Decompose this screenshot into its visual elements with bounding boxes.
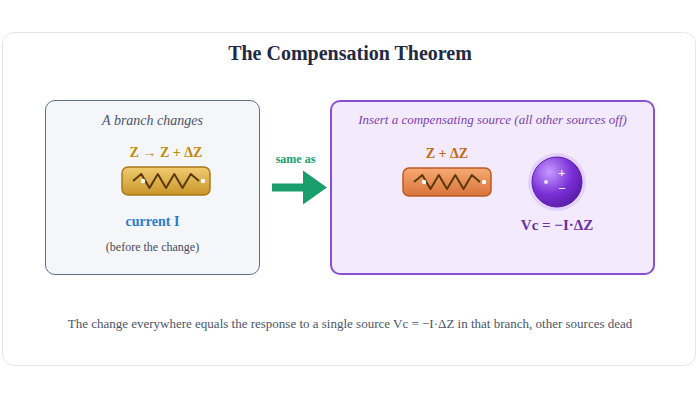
contact-dot	[482, 180, 486, 184]
panel-box: A branch changes current I (before the cha…	[45, 100, 260, 275]
resistor-symbol: Z + ΔZ	[402, 167, 492, 197]
panel-heading: A branch changes	[46, 113, 259, 129]
resistor-body	[403, 168, 491, 196]
impedance-label: Z → Z + ΔZ	[130, 145, 203, 161]
panel-box: Insert a compensating source (all other …	[330, 100, 655, 275]
polarity-sign: −	[558, 182, 565, 195]
panel-heading: Insert a compensating source (all other …	[340, 112, 645, 128]
polarity-sign: +	[558, 166, 565, 179]
resistor-drawing	[121, 166, 211, 196]
voltage-source: +−Vc = −I·ΔZ	[532, 157, 582, 207]
caption: The change everywhere equals the respons…	[20, 316, 680, 332]
diagram-title: The Compensation Theorem	[0, 42, 700, 65]
current-label: current I	[46, 214, 259, 230]
edge-label: same as	[274, 152, 318, 167]
source-value: Vc = −I·ΔZ	[521, 217, 593, 234]
resistor-drawing	[402, 167, 492, 197]
source-drawing	[532, 157, 582, 207]
resistor-symbol: Z → Z + ΔZ	[121, 166, 211, 196]
equivalence-arrow	[272, 171, 327, 205]
contact-dot	[544, 180, 548, 184]
contact-dot	[201, 179, 205, 183]
impedance-label: Z + ΔZ	[426, 146, 468, 162]
resistor-body	[122, 167, 210, 195]
resistor-zigzag	[414, 175, 480, 189]
contact-dot	[422, 180, 426, 184]
note: (before the change)	[46, 240, 259, 255]
source-circle	[532, 157, 582, 207]
source-glow	[528, 153, 586, 211]
resistor-zigzag	[133, 174, 199, 188]
arrow-shape	[272, 171, 327, 205]
contact-dot	[141, 179, 145, 183]
